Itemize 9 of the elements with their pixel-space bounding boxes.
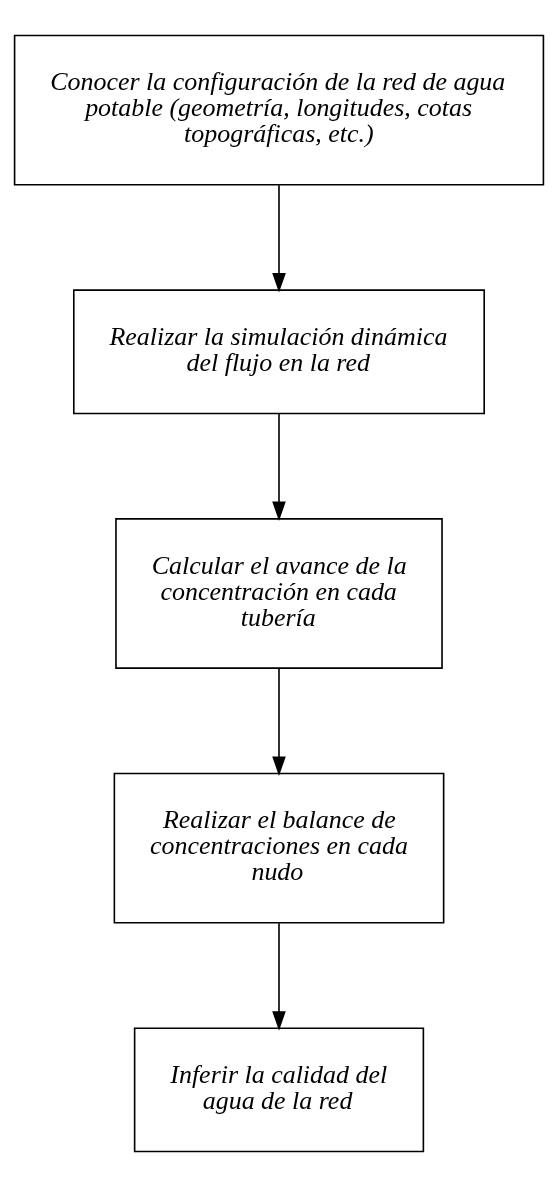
arrow xyxy=(272,667,286,776)
node-box: Realizar la simulación dinámica del flujo en la red xyxy=(73,288,485,414)
node-box: Calcular el avance de la concentración en cada tubería xyxy=(115,517,443,669)
arrow xyxy=(272,412,286,521)
node-box: Inferir la calidad del agua de la red xyxy=(133,1026,425,1152)
node-box: Realizar el balance de concentraciones en cada nudo xyxy=(113,772,445,924)
node-box: Conocer la configuración de la red de agua potable (geometría, longitudes, cotas topográficas, etc.) xyxy=(13,34,545,186)
arrow xyxy=(272,921,286,1031)
arrow xyxy=(272,183,286,293)
